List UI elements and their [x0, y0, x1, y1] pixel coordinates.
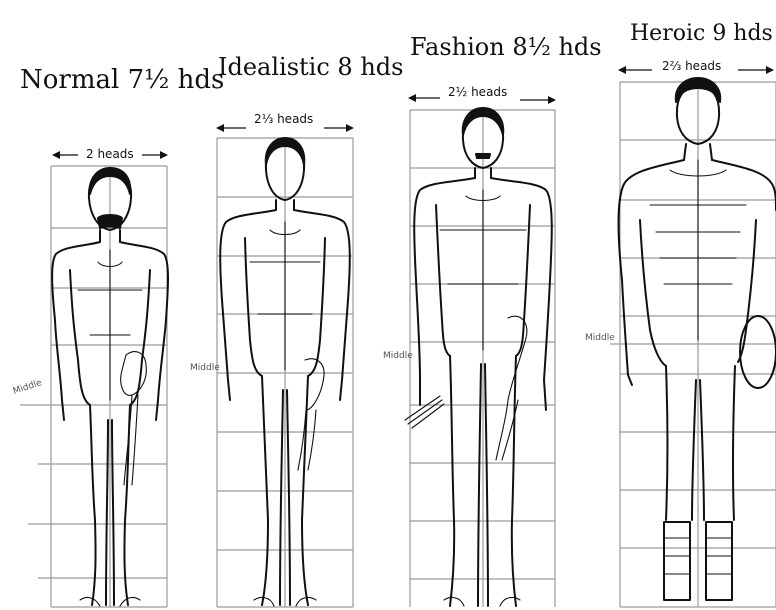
figure-title: Fashion 8½ hds — [410, 33, 602, 61]
width-arrow: 2⅓ heads — [216, 112, 354, 132]
width-label: 2 heads — [86, 147, 134, 161]
figure-fashion: Fashion 8½ hds 2½ heads Middle — [383, 33, 602, 607]
head-grid — [217, 138, 353, 607]
human-figure — [619, 78, 776, 600]
figure-title: Idealistic 8 hds — [218, 53, 403, 81]
width-label: 2⅓ heads — [254, 112, 313, 126]
width-arrow: 2⅔ heads — [618, 59, 774, 74]
human-figure — [405, 108, 552, 606]
width-arrow: 2½ heads — [408, 85, 556, 104]
width-arrow: 2 heads — [52, 147, 168, 161]
figure-heroic: Heroic 9 hds 2⅔ heads Middle — [585, 21, 776, 607]
middle-label: Middle — [585, 333, 615, 343]
figure-title: Heroic 9 hds — [630, 21, 773, 46]
width-label: 2⅔ heads — [662, 59, 721, 73]
width-label: 2½ heads — [448, 85, 507, 99]
middle-label: Middle — [190, 363, 220, 373]
middle-label: Middle — [12, 378, 44, 397]
figure-normal: Normal 7½ hds 2 heads Middle — [12, 65, 224, 607]
figure-title: Normal 7½ hds — [20, 65, 224, 95]
middle-label: Middle — [383, 351, 413, 361]
figure-idealistic: Idealistic 8 hds 2⅓ heads Middle — [190, 53, 403, 607]
head-grid — [610, 82, 776, 607]
